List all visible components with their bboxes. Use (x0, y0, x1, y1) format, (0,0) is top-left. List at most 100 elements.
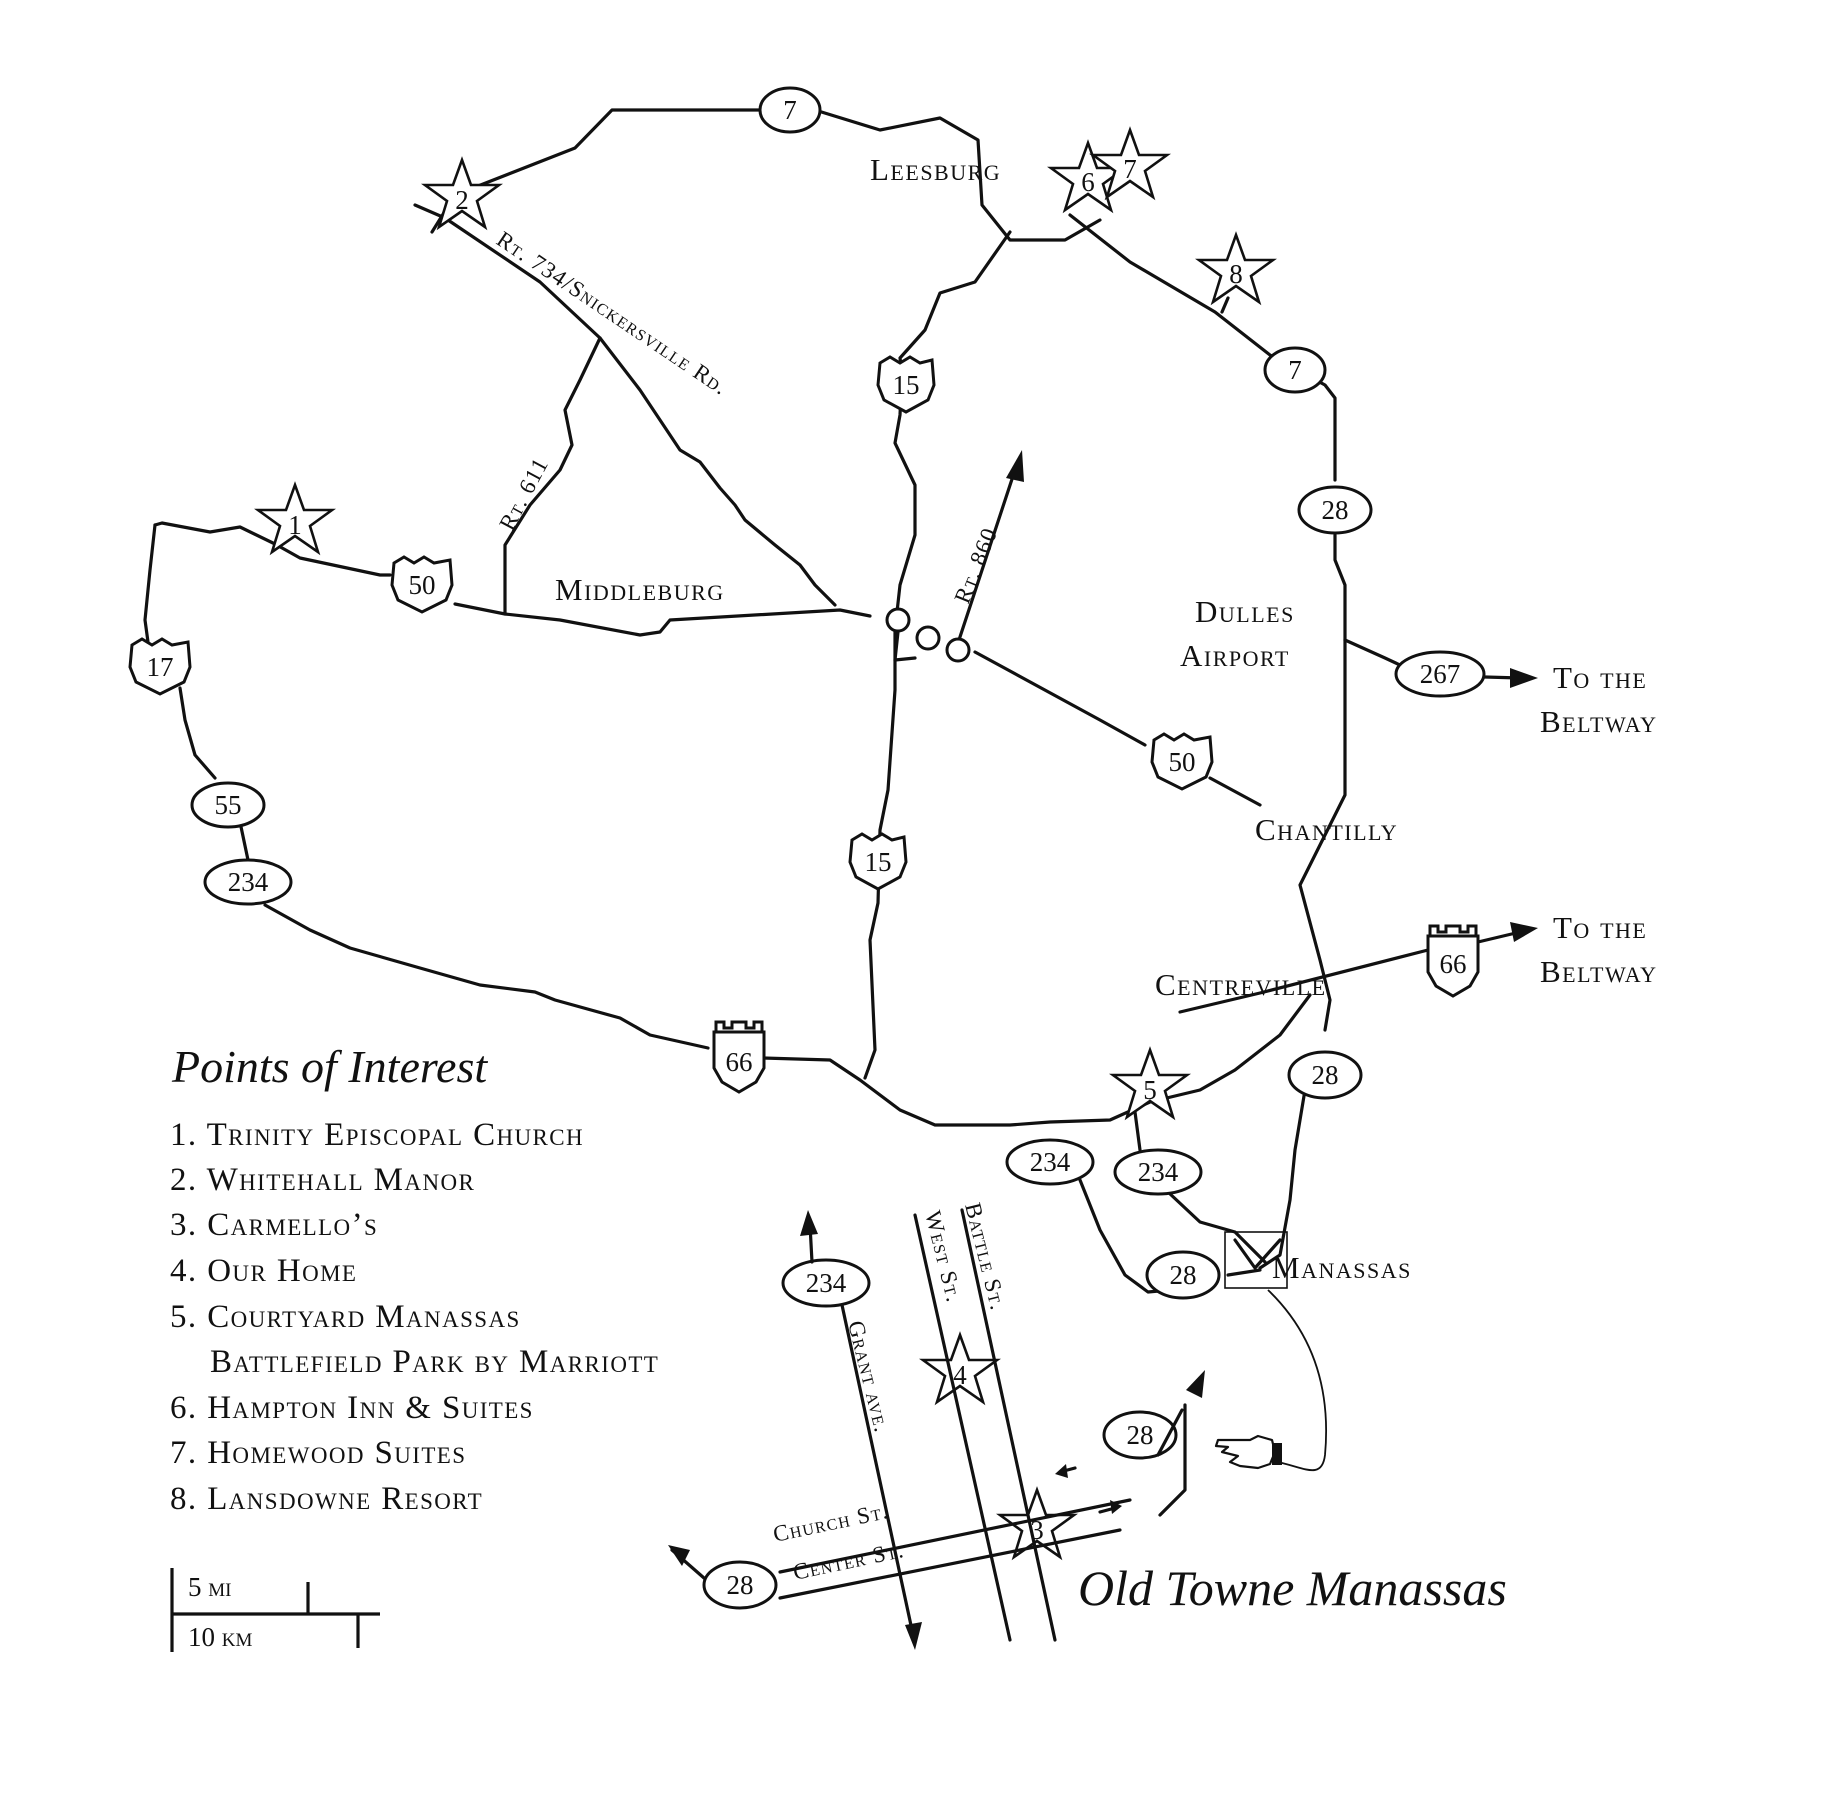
road-battle-st (960, 1208, 1057, 1642)
road-route-55 (238, 820, 250, 862)
road-route-234-c (1166, 1190, 1267, 1264)
road-route-28 (1298, 533, 1347, 1032)
road-route-28-manassas (1226, 1268, 1262, 1277)
label-middleburg: Middleburg (555, 572, 725, 607)
road-church-st (778, 1498, 1132, 1574)
shield-route-17: 17 (128, 637, 192, 696)
marker-route-28-north: 28 (1297, 485, 1373, 535)
legend-item-3: 3. Carmello’s (170, 1207, 378, 1243)
star-8: 8 (1195, 231, 1277, 306)
shield-i-66-west: 66 (712, 1020, 766, 1094)
road-i-66 (761, 993, 1312, 1127)
svg-text:66: 66 (726, 1047, 753, 1077)
label-beltway-267-2: Beltway (1540, 704, 1658, 739)
label-battle-st: Battle St. (960, 1200, 1011, 1313)
label-beltway-66-2: Beltway (1540, 954, 1658, 989)
svg-text:55: 55 (215, 790, 242, 820)
label-dulles-2: Airport (1180, 638, 1290, 673)
arrow-66-beltway (1510, 922, 1538, 942)
road-route-234-west (263, 903, 710, 1050)
road-route-7-east (1068, 213, 1337, 482)
road-i-66-east (1178, 948, 1430, 1014)
interchanges (885, 607, 971, 663)
svg-text:7: 7 (783, 95, 797, 125)
arrow-grant-south (905, 1622, 922, 1650)
svg-text:28: 28 (727, 1570, 754, 1600)
svg-text:234: 234 (806, 1268, 847, 1298)
svg-text:50: 50 (409, 570, 436, 600)
legend-item-5: 5. Courtyard Manassas (170, 1299, 521, 1335)
shield-route-15-south: 15 (848, 832, 908, 891)
old-towne-inset: Old Towne Manassas (668, 1208, 1507, 1650)
marker-route-28-manassas: 28 (1145, 1250, 1221, 1300)
marker-route-28-mid: 28 (1287, 1050, 1363, 1100)
scale-miles: 5 mi (188, 1572, 231, 1602)
marker-route-267: 267 (1394, 650, 1486, 698)
svg-text:6: 6 (1081, 167, 1095, 197)
marker-route-28-inset-top: 28 (1102, 1410, 1178, 1460)
legend-item-7: 7. Homewood Suites (170, 1435, 466, 1471)
svg-text:234: 234 (1030, 1147, 1071, 1177)
svg-text:28: 28 (1127, 1420, 1154, 1450)
label-beltway-267-1: To the (1553, 660, 1647, 695)
label-beltway-66-1: To the (1553, 910, 1647, 945)
arrow-church-west (1055, 1464, 1068, 1478)
shield-i-66-east: 66 (1426, 924, 1480, 998)
label-west-st: West St. (920, 1208, 967, 1305)
road-route-860 (956, 468, 1017, 645)
label-church-st: Church St. (771, 1498, 891, 1547)
svg-text:2: 2 (455, 185, 469, 215)
legend: Points of Interest 1. Trinity Episcopal … (170, 1041, 659, 1517)
arrow-28-west (668, 1545, 690, 1566)
svg-text:28: 28 (1322, 495, 1349, 525)
road-route-17 (143, 523, 157, 644)
star-1: 1 (254, 481, 336, 556)
marker-route-7-east: 7 (1263, 346, 1327, 394)
svg-text:7: 7 (1123, 154, 1137, 184)
road-28-inset-east (1158, 1403, 1187, 1517)
road-route-267 (1343, 638, 1402, 667)
shield-us-50-east: 50 (1150, 732, 1214, 791)
interchange-1 (885, 607, 911, 633)
label-manassas: Manassas (1272, 1250, 1412, 1285)
road-network (143, 108, 1522, 1294)
star-8-connector (1220, 296, 1230, 314)
interchange-ramp (893, 630, 917, 662)
svg-text:66: 66 (1440, 949, 1467, 979)
svg-text:17: 17 (147, 652, 174, 682)
arrow-267-beltway (1510, 668, 1538, 688)
place-labels: Leesburg Middleburg Dulles Airport Chant… (555, 152, 1658, 1285)
scale-bar: 5 mi 10 km (170, 1568, 380, 1652)
marker-route-234-inset: 234 (781, 1258, 871, 1308)
road-us-50-chantilly (1208, 776, 1262, 807)
shield-route-15-north: 15 (876, 355, 936, 414)
arrow-rt860 (1006, 450, 1024, 482)
svg-text:50: 50 (1169, 747, 1196, 777)
road-grant-ave (840, 1303, 914, 1632)
legend-title: Points of Interest (171, 1041, 488, 1092)
points-of-interest-stars: 1 2 6 7 8 5 4 3 (254, 126, 1277, 1561)
legend-item-1: 1. Trinity Episcopal Church (170, 1117, 584, 1153)
label-rt611: Rt. 611 (494, 453, 553, 534)
label-leesburg: Leesburg (870, 152, 1001, 187)
label-dulles-1: Dulles (1195, 594, 1295, 629)
svg-text:15: 15 (865, 847, 892, 877)
arrow-grant-north (800, 1210, 818, 1236)
svg-text:4: 4 (953, 1360, 967, 1390)
legend-item-4: 4. Our Home (170, 1253, 357, 1289)
marker-route-234-b: 234 (1113, 1148, 1203, 1196)
marker-route-7-top: 7 (758, 86, 822, 134)
label-grant-ave: Grant ave. (843, 1318, 895, 1435)
road-us-50-west (153, 521, 392, 577)
svg-text:5: 5 (1143, 1075, 1157, 1105)
road-28-inset-ramp (1156, 1408, 1184, 1457)
legend-item-5b: Battlefield Park by Marriott (210, 1344, 659, 1380)
star-4: 4 (919, 1331, 1001, 1406)
label-centreville: Centreville (1155, 967, 1327, 1002)
road-route-7-north (430, 108, 1102, 242)
star-5: 5 (1109, 1046, 1191, 1121)
road-route-734 (413, 203, 837, 607)
road-route-15 (863, 230, 1012, 1080)
svg-text:234: 234 (228, 867, 269, 897)
